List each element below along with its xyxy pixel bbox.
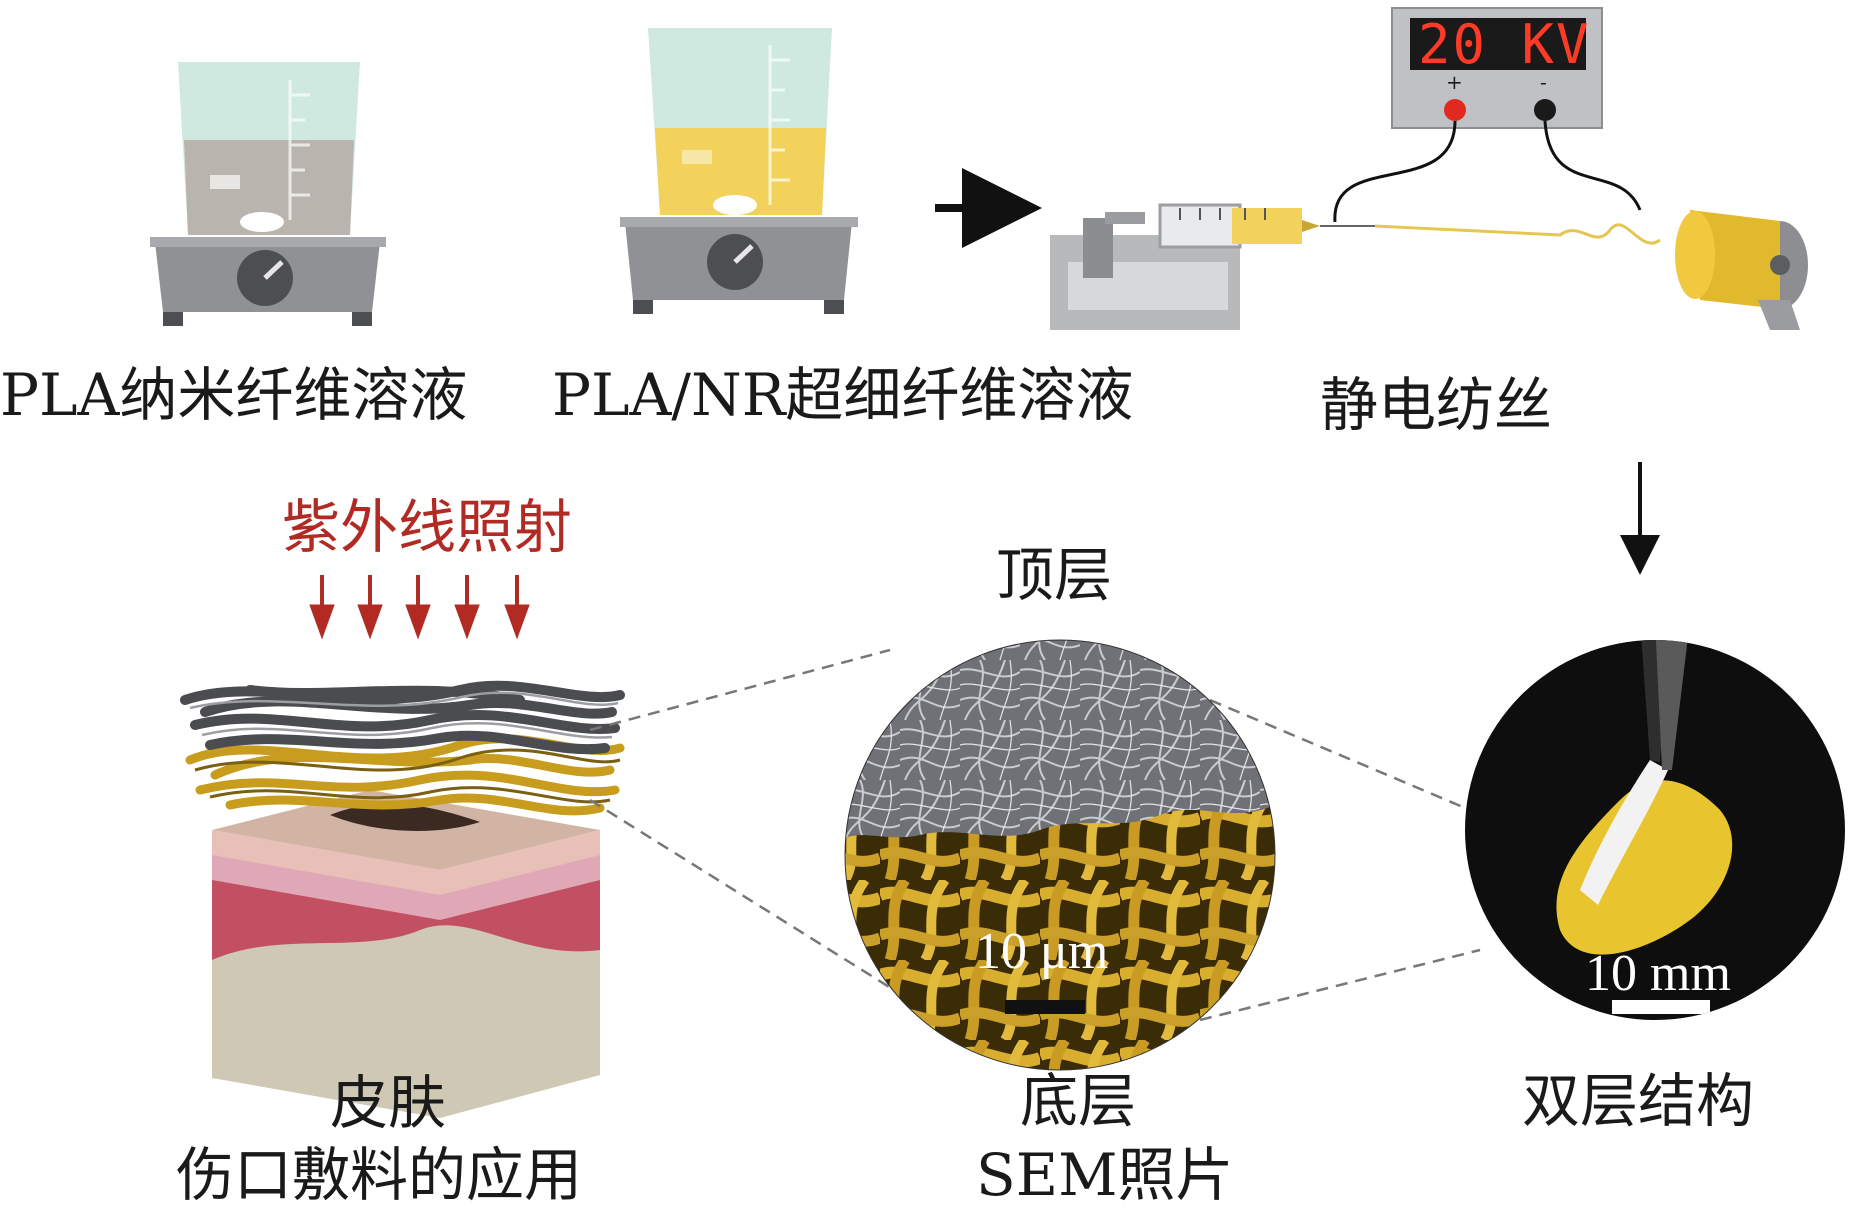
uv-arrows — [309, 575, 530, 640]
negative-terminal-label: - — [1540, 70, 1547, 94]
pla-nr-beaker-stirrer — [620, 28, 858, 314]
electrospinning-setup — [1050, 7, 1808, 330]
bilayer-structure-label: 双层结构 — [1522, 1067, 1755, 1135]
zoom-connector-lines — [589, 648, 1481, 1022]
bilayer-photo — [1465, 640, 1845, 1020]
voltage-display: 20 KV — [1418, 13, 1591, 76]
skin-label: 皮肤 — [330, 1069, 447, 1137]
top-layer-label: 顶层 — [996, 541, 1113, 609]
wound-dressing-label: 伤口敷料的应用 — [176, 1141, 583, 1209]
skin-wound-dressing — [180, 680, 625, 1118]
positive-terminal-label: + — [1446, 70, 1463, 94]
sem-photo-label: SEM照片 — [976, 1141, 1234, 1209]
sem-scale-label: 10 μm — [975, 923, 1109, 980]
sem-image — [845, 640, 1275, 1070]
bottom-layer-label: 底层 — [1020, 1067, 1137, 1135]
uv-irradiation-label: 紫外线照射 — [282, 493, 573, 561]
pla-solution-label: PLA纳米纤维溶液 — [0, 361, 468, 429]
photo-scale-label: 10 mm — [1585, 945, 1731, 1002]
pla-nr-solution-label: PLA/NR超细纤维溶液 — [552, 361, 1134, 429]
electrospinning-label: 静电纺丝 — [1320, 371, 1553, 439]
pla-beaker-stirrer — [150, 62, 386, 326]
